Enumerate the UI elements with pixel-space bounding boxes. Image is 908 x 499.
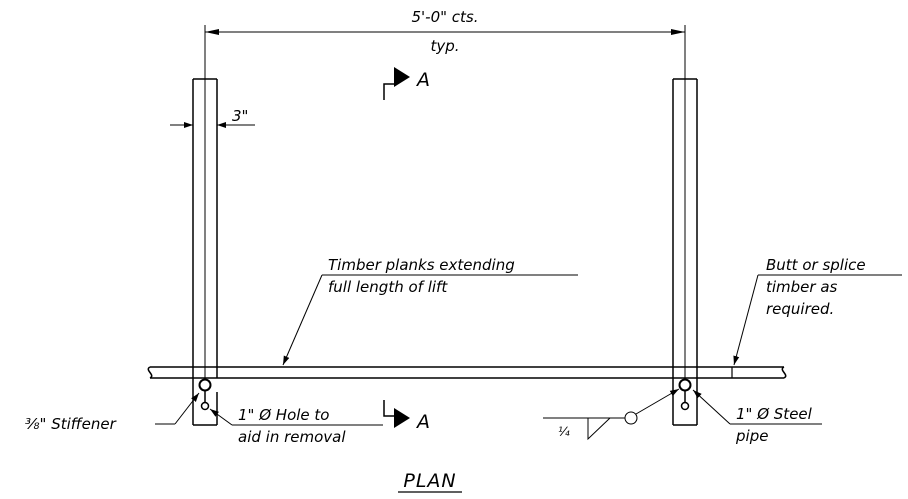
timber-note-line2: full length of lift	[328, 278, 448, 296]
dimension-arrowhead-right	[671, 29, 685, 35]
member-width-dimension: 3"	[170, 107, 255, 128]
weld-size-label: ¼	[558, 425, 570, 439]
spacing-typ-label: typ.	[430, 37, 459, 55]
butt-note-line1: Butt or splice	[766, 256, 866, 274]
timber-plank	[147, 366, 787, 379]
butt-splice-note: Butt or splice timber as required.	[733, 256, 902, 366]
hole-note-line2: aid in removal	[238, 428, 346, 446]
hole-note: 1" Ø Hole to aid in removal	[209, 406, 383, 446]
timber-note-line1: Timber planks extending	[328, 256, 515, 274]
member-width-label: 3"	[232, 107, 248, 125]
drawing-title: PLAN	[398, 470, 462, 493]
timber-note: Timber planks extending full length of l…	[282, 256, 578, 366]
spacing-dimension: 5'-0" cts. typ.	[204, 8, 686, 80]
section-arrow-icon	[394, 408, 410, 428]
butt-note-line3: required.	[766, 300, 834, 318]
section-mark-top: A	[383, 67, 430, 100]
butt-note-line2: timber as	[766, 278, 838, 296]
pipe-note-line1: 1" Ø Steel	[736, 405, 813, 423]
section-mark-bottom-label: A	[415, 411, 430, 433]
right-post	[672, 78, 698, 426]
hole-note-line1: 1" Ø Hole to	[238, 406, 329, 424]
page-title: PLAN	[403, 470, 456, 492]
stiffener-label: ⅜" Stiffener	[25, 415, 117, 433]
steel-pipe-note: 1" Ø Steel pipe	[692, 389, 822, 445]
pipe-note-line2: pipe	[735, 427, 768, 445]
right-pin	[678, 378, 692, 411]
spacing-dimension-label: 5'-0" cts.	[411, 8, 478, 26]
section-mark-top-label: A	[415, 69, 430, 91]
section-arrow-icon	[394, 67, 410, 87]
weld-symbol: ¼	[543, 388, 680, 441]
left-post	[192, 78, 218, 426]
left-pin	[198, 378, 212, 411]
section-mark-bottom: A	[383, 400, 430, 433]
stiffener-note: ⅜" Stiffener	[25, 392, 200, 433]
dimension-arrowhead-left	[205, 29, 219, 35]
